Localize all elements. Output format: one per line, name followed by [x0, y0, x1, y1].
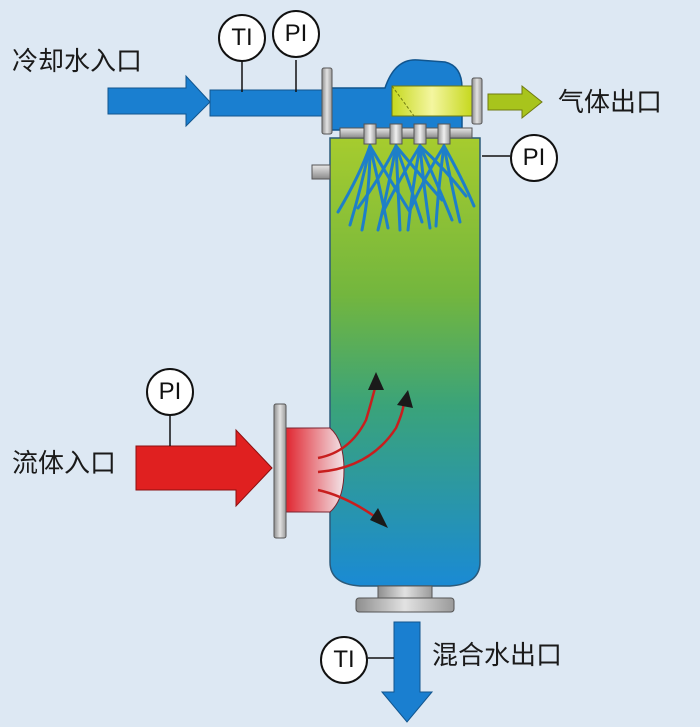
- gas-outlet-flange: [471, 77, 483, 125]
- condenser-vessel: [329, 137, 481, 587]
- spray-nozzle-icon: [389, 123, 403, 145]
- spray-nozzles: [363, 123, 451, 145]
- pressure-indicator-fluid-inlet: PI: [146, 368, 194, 416]
- water-spray: [336, 144, 476, 232]
- spray-nozzle-icon: [363, 123, 377, 145]
- fluid-inlet-nozzle: [283, 427, 345, 513]
- pressure-indicator-top: PI: [272, 10, 320, 58]
- mixed-water-outlet-label: 混合水出口: [432, 641, 563, 671]
- pressure-indicator-vessel: PI: [510, 134, 558, 182]
- bottom-outlet-flange: [355, 597, 455, 613]
- cooling-water-inlet-label: 冷却水入口: [12, 47, 143, 77]
- bottom-outlet-neck: [377, 585, 433, 599]
- spray-nozzle-icon: [413, 123, 427, 145]
- fluid-inlet-flange: [273, 403, 287, 539]
- arrow-right-icon: [107, 74, 211, 128]
- gas-outlet-label: 气体出口: [558, 88, 663, 118]
- gas-outlet-duct: [391, 85, 473, 117]
- fluid-inlet-label: 流体入口: [12, 449, 117, 479]
- cooling-water-pipe: [209, 89, 325, 117]
- flow-arrow-icon: [317, 383, 406, 518]
- cooling-water-flange: [321, 67, 333, 135]
- arrow-right-icon: [135, 428, 273, 508]
- vessel-side-stub: [311, 164, 331, 180]
- spray-header-plate: [339, 127, 473, 139]
- arrow-right-icon: [487, 84, 543, 120]
- spray-nozzle-icon: [437, 123, 451, 145]
- arrow-down-icon: [380, 621, 434, 723]
- temperature-indicator-top: TI: [218, 14, 266, 62]
- temperature-indicator-bottom: TI: [320, 636, 368, 684]
